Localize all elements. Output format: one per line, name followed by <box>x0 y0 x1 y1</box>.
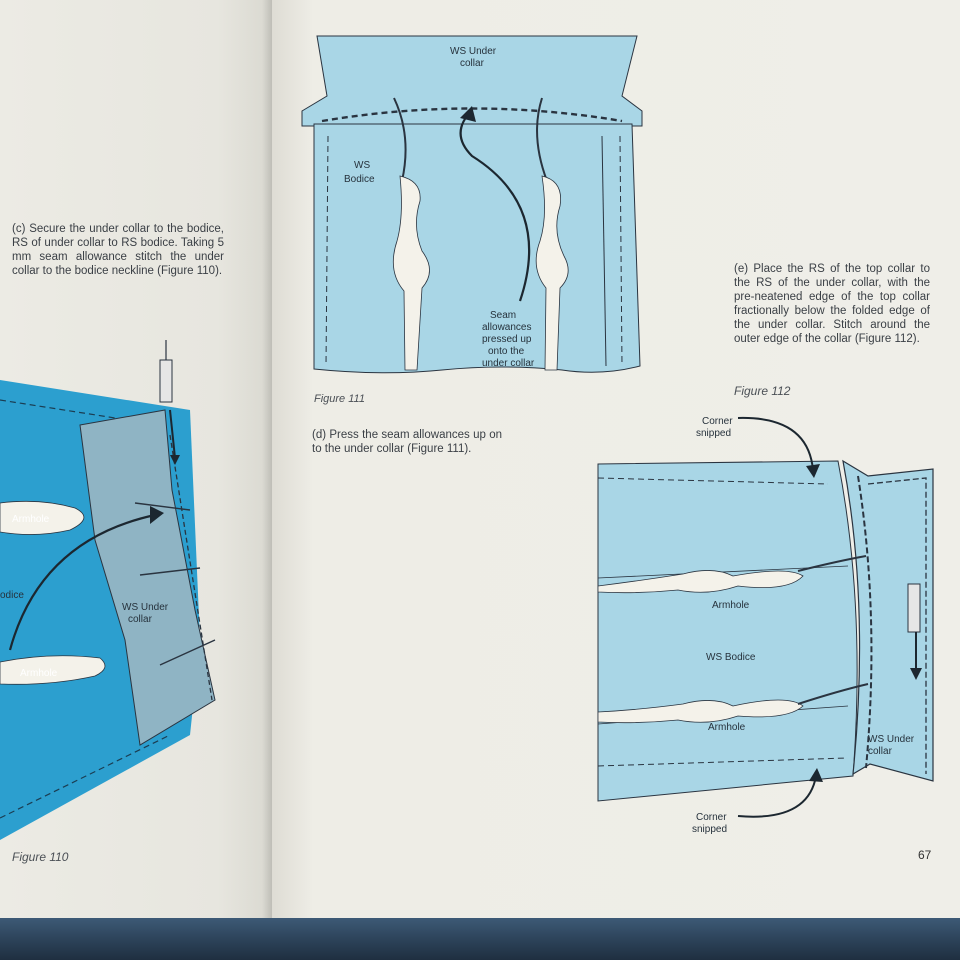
fig112-under-collar-label-1: WS Under <box>868 734 915 745</box>
step-d-text: (d) Press the seam allowances up on to t… <box>312 429 502 455</box>
fig111-seam-label-4: onto the <box>488 346 525 357</box>
fig111-seam-label-1: Seam <box>490 310 516 321</box>
fig111-bodice-label-1: WS <box>354 160 370 171</box>
step-c-text: (c) Secure the under collar to the bodic… <box>12 223 224 277</box>
fig111-seam-label-2: allowances <box>482 322 531 333</box>
fig110-armhole-top-label: Armhole <box>12 514 50 525</box>
left-page: (c) Secure the under collar to the bodic… <box>0 0 272 924</box>
fig111-seam-label-5: under collar <box>482 358 535 369</box>
figure-111-illustration: WS Under collar WS Bodice Seam allowance… <box>301 35 643 374</box>
figure-110-illustration: Armhole Armhole odice WS Under collar <box>0 340 216 840</box>
fig112-under-collar-label-2: collar <box>868 746 893 757</box>
fig112-armhole-bottom-label: Armhole <box>708 722 746 733</box>
fig111-bodice-label-2: Bodice <box>344 174 375 185</box>
fig112-corner-top-label-1: Corner <box>702 416 733 427</box>
fig111-under-collar-label-1: WS Under <box>450 46 497 57</box>
figure-110-caption: Figure 110 <box>12 850 69 864</box>
fig112-corner-bottom-label-2: snipped <box>692 824 727 835</box>
fig112-bodice-label: WS Bodice <box>706 652 756 663</box>
book-cover-edge <box>0 918 960 960</box>
fig111-seam-label-3: pressed up <box>482 334 532 345</box>
fig112-armhole-top-label: Armhole <box>712 600 750 611</box>
figure-111-caption: Figure 111 <box>314 393 365 405</box>
fig110-under-collar-label-2: collar <box>128 614 153 625</box>
fig110-bodice-label: odice <box>0 590 24 601</box>
figure-112-illustration: Corner snipped Armhole WS Bodice Armhole… <box>597 416 934 835</box>
fig111-under-collar-label-2: collar <box>460 58 485 69</box>
fig112-corner-bottom-label-1: Corner <box>696 812 727 823</box>
right-page: WS Under collar WS Bodice Seam allowance… <box>272 0 960 924</box>
step-e-text: (e) Place the RS of the top collar to th… <box>734 263 930 345</box>
fig112-corner-top-label-2: snipped <box>696 428 731 439</box>
page-number: 67 <box>918 848 932 862</box>
fig110-under-collar-label-1: WS Under <box>122 602 169 613</box>
figure-112-caption: Figure 112 <box>734 384 791 398</box>
fig110-armhole-bottom-label: Armhole <box>20 668 58 679</box>
